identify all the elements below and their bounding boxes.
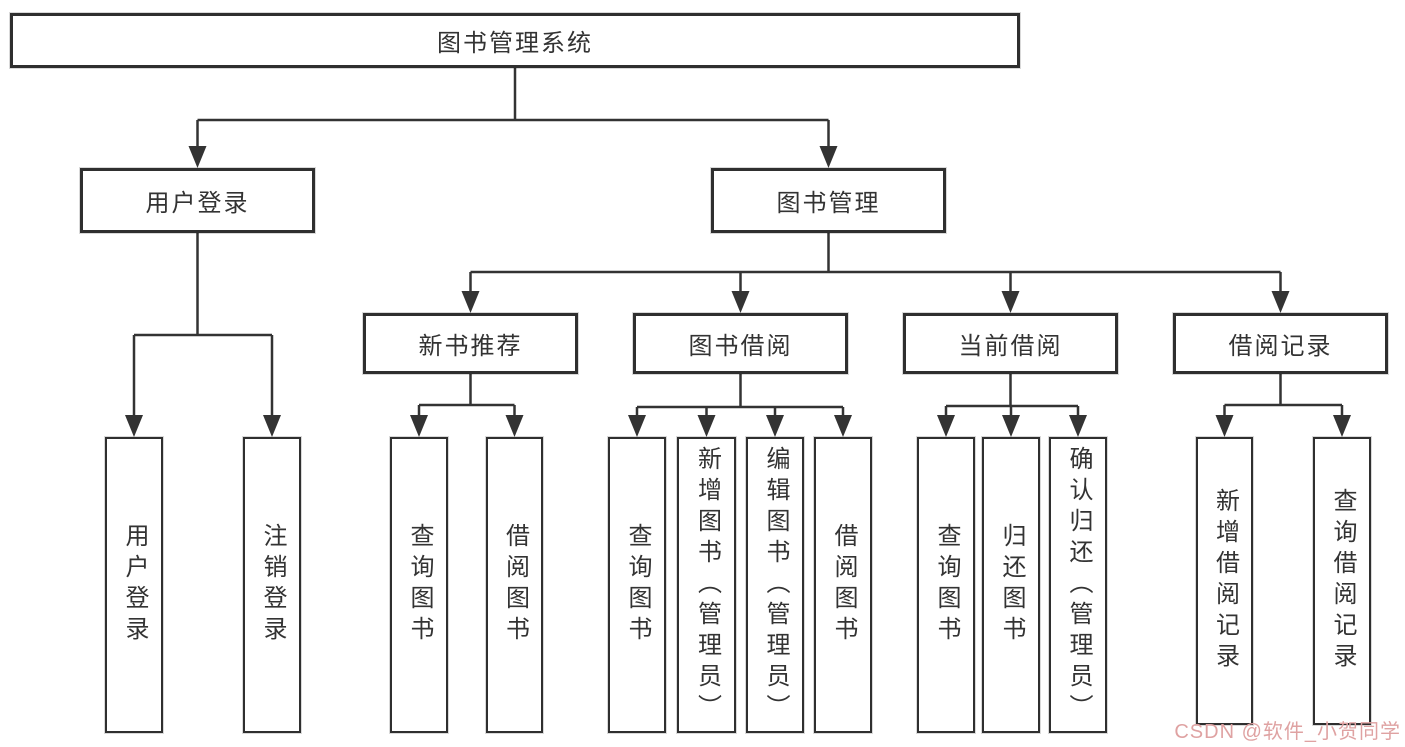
leaf-query-borrow-record: 查询借阅记录 <box>1313 437 1371 725</box>
leaf-user-login: 用户登录 <box>105 437 163 733</box>
node-book-borrow: 图书借阅 <box>633 313 848 374</box>
leaf-query-book-borrow: 查询图书 <box>608 437 666 733</box>
leaf-logout-login: 注销登录 <box>243 437 301 733</box>
node-new-book-recommend: 新书推荐 <box>363 313 578 374</box>
leaf-query-book-recommend: 查询图书 <box>390 437 448 733</box>
node-book-management: 图书管理 <box>711 168 946 233</box>
node-current-borrow: 当前借阅 <box>903 313 1118 374</box>
node-borrow-records: 借阅记录 <box>1173 313 1388 374</box>
leaf-return-book: 归还图书 <box>982 437 1040 733</box>
leaf-confirm-return-admin: 确认归还（管理员） <box>1049 437 1107 733</box>
node-root-system: 图书管理系统 <box>10 13 1020 68</box>
csdn-watermark: CSDN @软件_小贺同学 <box>1174 721 1401 743</box>
leaf-borrow-book: 借阅图书 <box>814 437 872 733</box>
leaf-query-book-current: 查询图书 <box>917 437 975 733</box>
leaf-add-book-admin: 新增图书（管理员） <box>677 437 736 733</box>
leaf-add-borrow-record: 新增借阅记录 <box>1196 437 1253 725</box>
node-user-login: 用户登录 <box>80 168 315 233</box>
leaf-edit-book-admin: 编辑图书（管理员） <box>746 437 804 733</box>
leaf-borrow-book-recommend: 借阅图书 <box>486 437 543 733</box>
